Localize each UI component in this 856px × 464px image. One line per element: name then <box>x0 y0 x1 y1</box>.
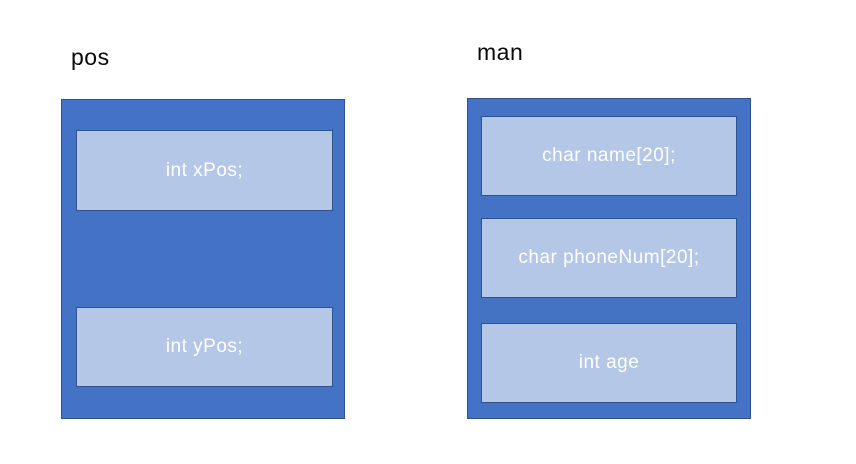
struct-pos-label: pos <box>71 44 110 70</box>
struct-man-field-name: char name[20]; <box>481 116 737 196</box>
struct-pos-field-ypos: int yPos; <box>76 307 333 387</box>
struct-man-label: man <box>477 39 524 65</box>
struct-pos-field-xpos: int xPos; <box>76 130 333 211</box>
struct-man-field-phonenum: char phoneNum[20]; <box>481 218 737 298</box>
struct-pos-container: int xPos; int yPos; <box>61 99 345 419</box>
struct-man-field-age: int age <box>481 323 737 403</box>
struct-man-container: char name[20]; char phoneNum[20]; int ag… <box>467 98 751 419</box>
